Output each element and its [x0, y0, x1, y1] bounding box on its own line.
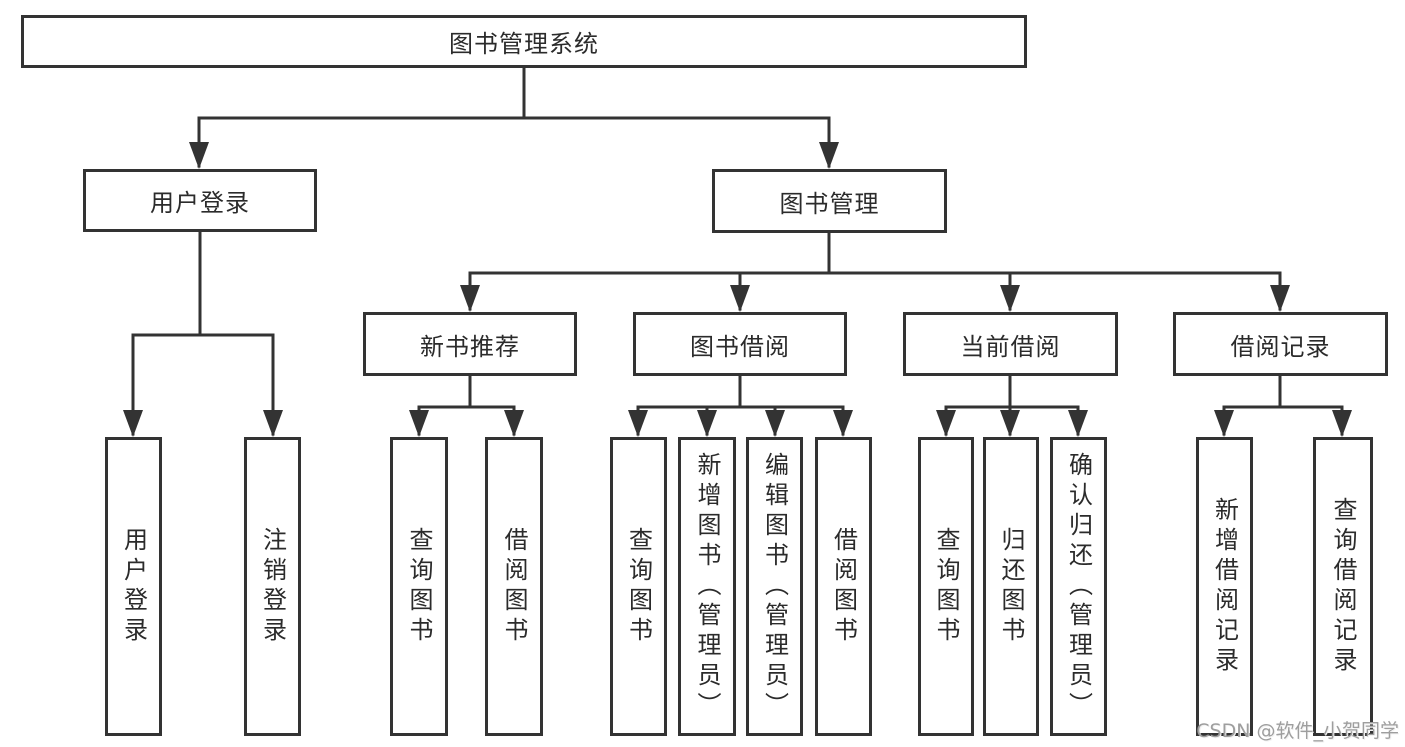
leaf-query-books-borrow: 查询图书: [610, 437, 667, 736]
arrow-down-icon: [1000, 285, 1020, 312]
leaf-query-borrow-record-label: 查询借阅记录: [1329, 496, 1357, 677]
arrow-down-icon: [697, 410, 717, 437]
leaf-borrow-books-label: 借阅图书: [829, 526, 858, 647]
leaf-query-books-recommend-label: 查询图书: [405, 526, 433, 647]
leaf-query-books-borrow-label: 查询图书: [624, 526, 653, 647]
leaf-borrow-books-recommend-label: 借阅图书: [500, 526, 528, 647]
node-user-login: 用户登录: [83, 169, 317, 232]
node-book-borrowing: 图书借阅: [633, 312, 847, 376]
node-current-borrowing: 当前借阅: [903, 312, 1118, 376]
leaf-query-books-current: 查询图书: [918, 437, 974, 736]
leaf-edit-books-admin: 编辑图书（管理员）: [746, 437, 803, 736]
connector-lines: [131, 66, 1344, 436]
node-new-book-recommend-label: 新书推荐: [420, 332, 520, 361]
arrow-down-icon: [1214, 410, 1234, 437]
leaf-return-books-label: 归还图书: [997, 526, 1025, 647]
node-book-management: 图书管理: [712, 169, 947, 233]
node-user-login-label: 用户登录: [150, 189, 250, 217]
arrowhead-icons: [123, 142, 1352, 437]
arrow-down-icon: [833, 410, 853, 437]
leaf-query-borrow-record: 查询借阅记录: [1313, 437, 1373, 736]
arrow-down-icon: [504, 410, 524, 437]
leaf-confirm-return-admin: 确认归还（管理员）: [1050, 437, 1107, 736]
leaf-logout-label: 注销登录: [258, 526, 287, 647]
arrow-down-icon: [1068, 410, 1088, 437]
arrow-down-icon: [460, 285, 480, 312]
arrow-down-icon: [409, 410, 429, 437]
arrow-down-icon: [628, 410, 648, 437]
node-root-label: 图书管理系统: [449, 30, 599, 58]
leaf-query-books-recommend: 查询图书: [390, 437, 448, 736]
arrow-down-icon: [730, 285, 750, 312]
arrow-down-icon: [189, 142, 209, 169]
leaf-user-login-label: 用户登录: [119, 526, 148, 647]
node-borrowing-records: 借阅记录: [1173, 312, 1388, 376]
arrow-down-icon: [819, 142, 839, 169]
arrow-down-icon: [1332, 410, 1352, 437]
node-borrowing-records-label: 借阅记录: [1230, 332, 1331, 361]
arrow-down-icon: [936, 410, 956, 437]
arrow-down-icon: [123, 410, 143, 437]
leaf-logout: 注销登录: [244, 437, 301, 736]
node-current-borrowing-label: 当前借阅: [960, 332, 1061, 361]
arrow-down-icon: [263, 410, 283, 437]
arrow-down-icon: [1270, 285, 1290, 312]
node-book-management-label: 图书管理: [779, 189, 880, 218]
leaf-borrow-books-recommend: 借阅图书: [485, 437, 543, 736]
node-new-book-recommend: 新书推荐: [363, 312, 577, 376]
leaf-query-books-current-label: 查询图书: [932, 526, 960, 647]
leaf-edit-books-admin-label: 编辑图书（管理员）: [760, 451, 789, 722]
arrow-down-icon: [1000, 410, 1020, 437]
leaf-add-borrow-record: 新增借阅记录: [1196, 437, 1253, 736]
leaf-add-borrow-record-label: 新增借阅记录: [1210, 496, 1239, 677]
node-root: 图书管理系统: [21, 15, 1027, 68]
leaf-add-books-admin-label: 新增图书（管理员）: [693, 451, 721, 722]
arrow-down-icon: [765, 410, 785, 437]
node-book-borrowing-label: 图书借阅: [690, 332, 790, 361]
leaf-return-books: 归还图书: [983, 437, 1039, 736]
watermark: CSDN @软件_小贺同学: [1196, 720, 1399, 742]
leaf-add-books-admin: 新增图书（管理员）: [678, 437, 736, 736]
leaf-user-login: 用户登录: [105, 437, 162, 736]
leaf-confirm-return-admin-label: 确认归还（管理员）: [1064, 451, 1093, 722]
leaf-borrow-books: 借阅图书: [815, 437, 872, 736]
